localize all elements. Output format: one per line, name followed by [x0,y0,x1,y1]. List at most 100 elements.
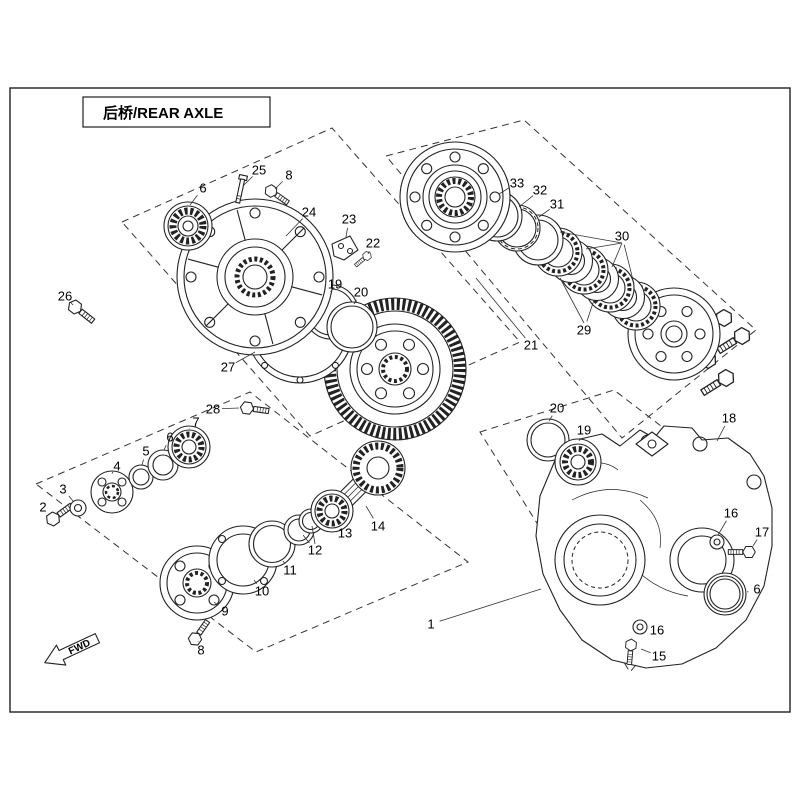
part-callout-11: 11 [283,563,297,578]
part-callout-14: 14 [371,519,385,534]
part-callout-17: 17 [755,525,769,540]
part-callout-9: 9 [221,604,228,619]
part-callout-8: 8 [197,643,204,658]
part-6-bearing-cover [163,201,213,251]
part-7-bearing [167,425,211,469]
part-25-stud [235,173,248,204]
part-callout-7: 7 [192,415,199,430]
callout-leader-20 [548,415,553,422]
part-callout-32: 32 [533,183,547,198]
part-callout-20: 20 [550,401,564,416]
callout-leader-18 [716,425,726,442]
part-22-screw [352,249,374,270]
callout-leader-15 [640,648,651,654]
part-callout-23: 23 [342,212,356,227]
callout-leader-25 [242,176,253,187]
part-callout-16: 16 [724,506,738,521]
part-callout-10: 10 [255,584,269,599]
part-23-bracket [331,235,359,261]
callout-leader-29 [586,299,595,322]
part-callout-19: 19 [328,277,342,292]
part-callout-27: 27 [221,360,235,375]
part-callout-26: 26 [58,289,72,304]
callout-leader-16 [717,520,727,536]
part-19-bearing-case [554,438,602,486]
part-callout-16: 16 [650,623,664,638]
callout-leader-3 [68,495,74,502]
callout-leader-17 [752,539,758,547]
callout-leader-11 [282,560,285,564]
part-callout-5: 5 [142,444,149,459]
callout-30-fan-line [559,231,623,244]
part-20-shim [326,301,378,353]
fwd-label: FWD [67,638,92,658]
callout-leader-33 [498,187,510,195]
callout-12-fan-line [311,525,316,545]
part-28-plug [239,400,270,418]
callout-leader-23 [345,227,348,238]
callout-leader-21 [475,277,526,339]
part-callout-2: 2 [39,500,46,515]
callout-30-fan-line [585,242,623,250]
part-callout-22: 22 [366,236,380,251]
part-16-washer-side [709,534,725,550]
callout-leader-6 [163,445,167,451]
group-boundary-differential [385,119,757,439]
part-callout-12: 12 [308,543,322,558]
callout-leader-24 [285,218,304,237]
part-callout-20: 20 [354,285,368,300]
part-callout-24: 24 [302,205,316,220]
callout-leader-6 [189,194,198,206]
callout-leader-14 [365,505,374,519]
part-callout-25: 25 [252,163,266,178]
callout-leader-8 [274,181,283,190]
callout-leader-9 [213,601,219,606]
part-callout-19: 19 [577,423,591,438]
callout-leader-30 [623,244,635,285]
part-4-flange [90,470,134,514]
part-16-washer-bottom [632,619,648,635]
callout-29-fan-line [559,277,585,324]
part-callout-28: 28 [206,402,220,417]
part-24-cover-plate [176,198,334,356]
part-callout-15: 15 [652,649,666,664]
part-callout-29: 29 [577,323,591,338]
callout-leader-19 [578,438,581,442]
part-callout-4: 4 [113,459,120,474]
part-6-oil-seal [703,572,747,616]
title-box [82,96,271,128]
callout-leader-20 [353,299,357,305]
callout-30-fan-line [611,242,623,268]
part-3-washer [69,499,87,517]
part-callout-18: 18 [722,411,736,426]
part-callout-33: 33 [510,176,524,191]
callout-leader-26 [70,302,74,306]
callout-leader-31 [538,208,550,218]
part-callout-6: 6 [199,181,206,196]
callout-leader-5 [141,459,144,466]
diagram-border [9,87,791,713]
part-13-bearing [310,489,354,533]
callout-leader-12 [302,534,310,544]
part-5-ring [128,464,154,490]
part-callout-1: 1 [427,617,434,632]
part-callout-3: 3 [59,482,66,497]
fwd-arrow: FWD [44,633,101,666]
part-callout-6: 6 [166,430,173,445]
part-callout-8: 8 [285,168,292,183]
callout-leader-10 [253,579,258,584]
part-callout-6: 6 [753,582,760,597]
callout-leader-1 [439,588,542,622]
part-21-diff-case [399,141,511,253]
part-callout-31: 31 [550,197,564,212]
part-callout-30: 30 [615,229,629,244]
page-title: 后桥/REAR AXLE [103,104,223,122]
callout-leader-27 [235,351,256,363]
callout-leader-32 [518,195,534,208]
part-callout-13: 13 [338,526,352,541]
callout-leader-22 [367,251,370,255]
callout-leader-28 [221,407,240,410]
